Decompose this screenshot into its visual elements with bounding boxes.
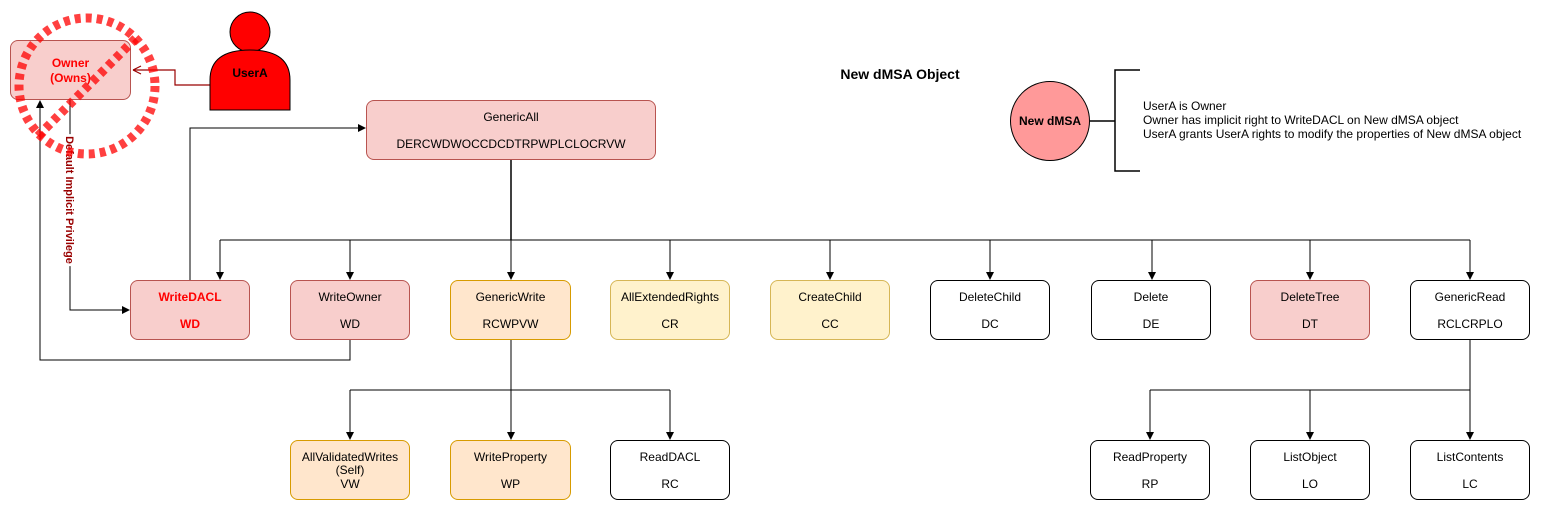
- new-dmsa-node: New dMSA: [1010, 81, 1090, 161]
- right-listcontents: ListContents LC: [1410, 440, 1530, 500]
- right-name: Delete: [1133, 290, 1169, 304]
- user-icon: [209, 11, 291, 111]
- right-name: AllValidatedWrites: [301, 450, 399, 464]
- owner-node: Owner (Owns): [10, 40, 131, 100]
- right-createchild: CreateChild CC: [770, 280, 890, 340]
- right-deletechild: DeleteChild DC: [930, 280, 1050, 340]
- right-name: GenericRead: [1434, 290, 1506, 304]
- new-dmsa-label: New dMSA: [1018, 114, 1081, 128]
- right-code: RCWPVW: [482, 317, 539, 331]
- right-code: RC: [661, 477, 679, 491]
- right-genericall: GenericAll DERCWDWOCCDCDTRPWPLCLOCRVW: [366, 100, 656, 160]
- right-name: WriteDACL: [158, 290, 222, 304]
- right-code: WD: [180, 317, 200, 331]
- owner-sublabel: (Owns): [50, 71, 91, 85]
- usera-label: UserA: [232, 66, 268, 80]
- right-name: GenericAll: [483, 110, 539, 124]
- right-code: WD: [340, 317, 360, 331]
- right-code: RCLCRPLO: [1437, 317, 1503, 331]
- prohibited-icon: [14, 13, 160, 159]
- right-allextendedrights: AllExtendedRights CR: [610, 280, 730, 340]
- right-writeowner: WriteOwner WD: [290, 280, 410, 340]
- right-genericread: GenericRead RCLCRPLO: [1410, 280, 1530, 340]
- right-name: ListObject: [1283, 450, 1337, 464]
- owner-label: Owner: [51, 56, 90, 70]
- right-name: DeleteTree: [1280, 290, 1340, 304]
- right-listobject: ListObject LO: [1250, 440, 1370, 500]
- right-writedacl: WriteDACL WD: [130, 280, 250, 340]
- right-name: DeleteChild: [958, 290, 1022, 304]
- right-delete: Delete DE: [1091, 280, 1211, 340]
- right-name: WriteOwner: [318, 290, 382, 304]
- right-code: DERCWDWOCCDCDTRPWPLCLOCRVW: [396, 137, 626, 151]
- right-code: LO: [1301, 477, 1318, 491]
- right-readproperty: ReadProperty RP: [1090, 440, 1210, 500]
- note-line: UserA grants UserA rights to modify the …: [1143, 127, 1522, 141]
- right-code: CR: [661, 317, 679, 331]
- note-line: Owner has implicit right to WriteDACL on…: [1143, 113, 1459, 127]
- right-name: WriteProperty: [473, 450, 548, 464]
- right-writeproperty: WriteProperty WP: [450, 440, 571, 500]
- right-code: WP: [500, 477, 521, 491]
- right-name-suffix: (Self): [335, 463, 365, 477]
- right-code: DT: [1302, 317, 1318, 331]
- right-name: AllExtendedRights: [620, 290, 720, 304]
- right-code: DE: [1142, 317, 1160, 331]
- notes: UserA is Owner Owner has implicit right …: [1143, 99, 1521, 141]
- right-name: ReadProperty: [1112, 450, 1188, 464]
- notes-bracket: [1090, 69, 1140, 172]
- right-genericwrite: GenericWrite RCWPVW: [450, 280, 571, 340]
- right-code: LC: [1462, 477, 1478, 491]
- right-allvalidatedwrites: AllValidatedWrites (Self) VW: [290, 440, 410, 500]
- right-name: ListContents: [1436, 450, 1504, 464]
- note-line: UserA is Owner: [1143, 99, 1227, 113]
- diagram-title: New dMSA Object: [840, 66, 960, 82]
- right-name: ReadDACL: [639, 450, 701, 464]
- right-code: VW: [340, 477, 360, 491]
- right-code: CC: [821, 317, 839, 331]
- right-code: DC: [981, 317, 999, 331]
- right-deletetree: DeleteTree DT: [1250, 280, 1370, 340]
- right-code: RP: [1141, 477, 1159, 491]
- right-name: CreateChild: [798, 290, 862, 304]
- right-name: GenericWrite: [475, 290, 546, 304]
- right-readdacl: ReadDACL RC: [610, 440, 730, 500]
